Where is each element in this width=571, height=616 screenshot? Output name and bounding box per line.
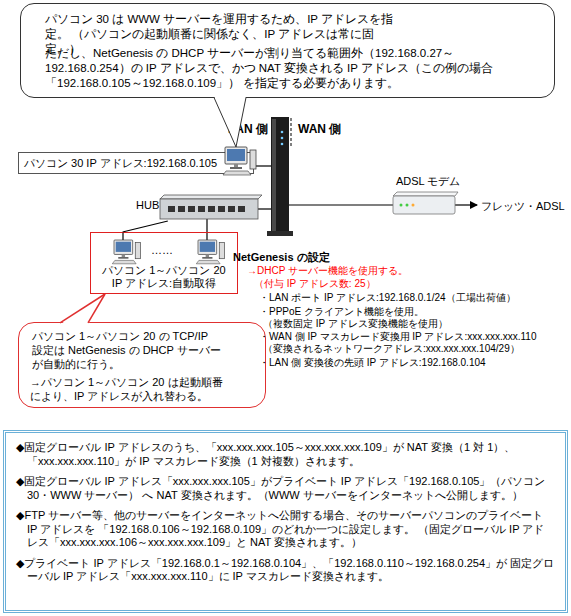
setting-line: ・WAN 側 IP マスカレード変換用 IP アドレス:xxx.xxx.xxx.…: [259, 330, 536, 343]
internet-arrow: [455, 204, 477, 205]
router-led: [281, 143, 284, 146]
hub-port: [228, 206, 235, 212]
callout-tail-fill: [214, 96, 246, 147]
router-led: [281, 131, 284, 134]
callout-text: パソコン 1～パソコン 20 の TCP/IP 設定は NetGenesis の…: [32, 329, 221, 371]
callout-tail-fill: [60, 294, 105, 325]
adsl-modem: ADSL モデム: [393, 194, 456, 216]
note-text: ◆プライベート IP アドレス「192.168.0.1～192.168.0.10…: [16, 557, 555, 584]
hub-port: [198, 206, 205, 212]
callout-tail: [88, 294, 105, 323]
hub-port: [188, 206, 195, 212]
setting-line: ・LAN 側 変換後の先頭 IP アドレス:192.168.0.104: [259, 356, 486, 369]
hub-port: [178, 206, 185, 212]
router-highlight: [272, 119, 276, 231]
network-cable: [123, 221, 168, 232]
hub-label: HUB: [136, 198, 159, 212]
callout-tail: [60, 294, 105, 323]
hub-port: [168, 206, 175, 212]
lan-cable: [258, 208, 271, 209]
setting-line: （複数固定 IP アドレス変換機能を使用）: [263, 317, 448, 330]
client-pc-group: パソコン 1～パソコン 20IP アドレス:自動取得: [90, 232, 238, 294]
note-text: ◆FTP サーバー等、他のサーバーをインターネットへ公開する場合、そのサーバーパ…: [16, 509, 555, 550]
server-pc-box: パソコン 30 IP アドレス:192.168.0.105: [18, 152, 254, 174]
pc-label: パソコン 30 IP アドレス:192.168.0.105: [24, 156, 217, 170]
callout-text: →パソコン 1～パソコン 20 は起動順番 により、IP アドレスが入れ替わる。: [30, 375, 230, 403]
lan-wan-divider: [291, 118, 292, 146]
callout-tail: [236, 98, 246, 148]
callout-bubble: パソコン 30 は WWW サーバーを運用するため、IP アドレスを指定。 （パ…: [20, 3, 555, 98]
modem-led: [400, 204, 403, 207]
note-text: ◆固定グローバル IP アドレスのうち、「xxx.xxx.xxx.105～xxx…: [16, 441, 555, 468]
pc-icon: [196, 240, 224, 264]
router-led: [281, 137, 284, 140]
pc-group-label: パソコン 1～パソコン 20: [91, 264, 237, 277]
note-text: ◆固定グローバル IP アドレス「xxx.xxx.xxx.105」がプライベート…: [16, 475, 555, 502]
setting-line: ・LAN ポート IP アドレス:192.168.0.1/24（工場出荷値）: [259, 291, 516, 304]
modem-led: [412, 204, 415, 207]
hub-top: [160, 195, 262, 199]
modem-front: [393, 196, 455, 214]
setting-line: →DHCP サーバー機能を使用する。: [247, 264, 408, 277]
callout-bubble: パソコン 1～パソコン 20 の TCP/IP 設定は NetGenesis の…: [18, 322, 266, 408]
lan-cable: [122, 232, 123, 240]
router-stand: [267, 231, 293, 236]
hub-device: [160, 195, 262, 219]
settings-heading: NetGenesis の設定: [233, 250, 330, 264]
modem-label: ADSL モデム: [396, 174, 460, 188]
modem-led: [406, 204, 409, 207]
hub-port: [218, 206, 225, 212]
setting-line: ・PPPoE クライアント機能を使用。: [259, 305, 424, 318]
network-label: フレッツ・ADSL: [481, 199, 565, 213]
modem-top: [393, 192, 458, 196]
callout-text: ただし、NetGenesis の DHCP サーバーが割り当てる範囲外（192.…: [45, 46, 525, 91]
setting-line: （変換されるネットワークアドレス:xxx.xxx.xxx.104/29）: [263, 342, 520, 355]
ellipsis-mark: ……: [151, 243, 173, 257]
notes-box: ◆固定グローバル IP アドレスのうち、「xxx.xxx.xxx.105～xxx…: [3, 430, 568, 613]
pc-icon: [223, 147, 256, 175]
lan-cable: [256, 165, 271, 166]
pc-icon: [112, 240, 140, 264]
hub-device: HUB: [160, 197, 258, 221]
setting-line: （付与 IP アドレス数: 25）: [254, 277, 376, 290]
router-body: [271, 117, 289, 233]
hub-port: [238, 206, 245, 212]
hub-front: [160, 199, 258, 219]
wan-cable: [289, 204, 393, 205]
pc-group-label: IP アドレス:自動取得: [91, 277, 237, 290]
router-device: [267, 117, 293, 236]
side-label: WAN 側: [298, 122, 341, 137]
lan-cable: [206, 219, 207, 240]
side-label: LAN 側: [228, 122, 268, 137]
hub-port: [208, 206, 215, 212]
modem-device: [393, 192, 458, 214]
callout-tail: [214, 98, 236, 148]
